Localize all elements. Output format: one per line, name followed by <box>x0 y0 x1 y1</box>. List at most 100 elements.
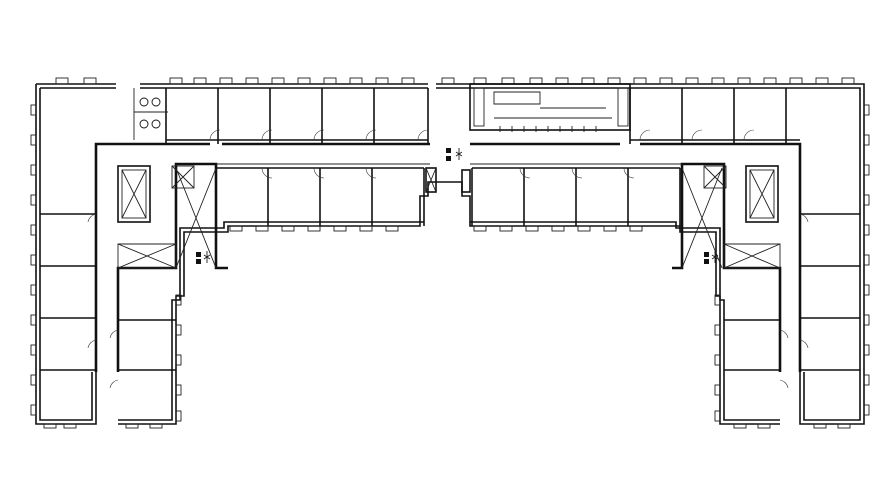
window-frame-icon <box>297 77 311 85</box>
window-frame-icon <box>30 104 37 116</box>
window-frame-icon <box>529 77 543 85</box>
window-frame-icon <box>175 354 182 366</box>
window-frame-icon <box>175 410 182 422</box>
window-frame-icon <box>255 225 269 232</box>
window-frame-icon <box>30 194 37 206</box>
window-frame-icon <box>685 77 699 85</box>
window-frame-icon <box>55 77 69 85</box>
window-frame-icon <box>229 225 243 232</box>
window-frame-icon <box>401 77 415 85</box>
window-frame-icon <box>169 77 183 85</box>
stair-icon <box>117 165 217 269</box>
window-frame-icon <box>714 354 721 366</box>
electrical-symbols <box>196 148 719 264</box>
window-frame-icon <box>193 77 207 85</box>
elevator-shaft-icon <box>117 165 151 223</box>
window-frame-icon <box>30 164 37 176</box>
window-frame-icon <box>714 324 721 336</box>
window-frame-icon <box>737 77 751 85</box>
door-swing-icon <box>623 167 635 179</box>
window-frame-icon <box>863 134 870 146</box>
window-frame-icon <box>863 224 870 236</box>
window-frame-icon <box>714 410 721 422</box>
door-swing-icon <box>261 167 273 179</box>
window-frame-icon <box>714 294 721 306</box>
window-frame-icon <box>385 225 399 232</box>
window-frame-icon <box>555 77 569 85</box>
window-frame-icon <box>763 77 777 85</box>
window-frame-icon <box>271 77 285 85</box>
electrical-symbol-icon <box>196 251 211 264</box>
window-frame-icon <box>30 374 37 386</box>
window-frame-icon <box>863 374 870 386</box>
window-frame-icon <box>577 225 591 232</box>
window-frame-icon <box>815 77 829 85</box>
window-frame-icon <box>607 77 621 85</box>
window-frame-icon <box>501 77 515 85</box>
door-swing-icon <box>87 339 97 349</box>
window-frame-icon <box>633 77 647 85</box>
door-swing-icon <box>691 129 703 141</box>
window-frame-icon <box>349 77 363 85</box>
window-frame-icon <box>30 344 37 356</box>
door-swing-icon <box>417 129 429 141</box>
door-swing-icon <box>365 167 377 179</box>
window-frame-icon <box>333 225 347 232</box>
window-frame-icon <box>551 225 565 232</box>
door-swing-icon <box>779 329 789 339</box>
rooms-side-wings <box>40 213 860 371</box>
window-frame-icon <box>30 404 37 416</box>
window-frame-icon <box>307 225 321 232</box>
window-frame-icon <box>863 404 870 416</box>
window-frame-icon <box>149 423 163 429</box>
window-frame-icon <box>219 77 233 85</box>
door-swing-icon <box>519 167 531 179</box>
window-frame-icon <box>525 225 539 232</box>
toilet-fixture-icon <box>133 88 168 140</box>
window-frame-icon <box>473 77 487 85</box>
window-frame-icon <box>323 77 337 85</box>
window-frame-icon <box>30 254 37 266</box>
electrical-symbol-icon <box>446 148 463 161</box>
stair-icon <box>681 165 781 269</box>
window-frame-icon <box>603 225 617 232</box>
window-frame-icon <box>63 423 77 429</box>
window-frame-icon <box>473 225 487 232</box>
door-swing-icon <box>639 129 651 141</box>
window-frame-icon <box>30 224 37 236</box>
toilet-block <box>469 83 631 132</box>
window-frame-icon <box>863 314 870 326</box>
outer-walls <box>35 83 865 425</box>
window-frame-icon <box>30 314 37 326</box>
door-swing-icon <box>209 129 221 141</box>
window-frame-icon <box>863 284 870 296</box>
window-frame-icon <box>733 423 747 429</box>
door-swing-icon <box>313 167 325 179</box>
lift-small <box>425 167 471 193</box>
window-frame-icon <box>375 77 389 85</box>
window-frame-icon <box>757 423 771 429</box>
window-frame-icon <box>813 423 827 429</box>
window-frames <box>30 77 870 429</box>
window-frame-icon <box>125 423 139 429</box>
window-frame-icon <box>629 225 643 232</box>
window-frame-icon <box>43 423 57 429</box>
window-frame-icon <box>83 77 97 85</box>
door-swing-icon <box>261 129 273 141</box>
window-frame-icon <box>175 324 182 336</box>
window-frame-icon <box>863 344 870 356</box>
door-swing-icon <box>109 329 119 339</box>
door-swings <box>87 129 809 389</box>
window-frame-icon <box>30 134 37 146</box>
window-frame-icon <box>714 384 721 396</box>
window-frame-icon <box>863 254 870 266</box>
door-swing-icon <box>743 129 755 141</box>
rooms-middle-row <box>215 167 681 226</box>
window-frame-icon <box>711 77 725 85</box>
door-swing-icon <box>87 213 97 223</box>
window-frame-icon <box>841 77 855 85</box>
window-frame-icon <box>281 225 295 232</box>
window-frame-icon <box>863 194 870 206</box>
corridor <box>94 142 802 372</box>
